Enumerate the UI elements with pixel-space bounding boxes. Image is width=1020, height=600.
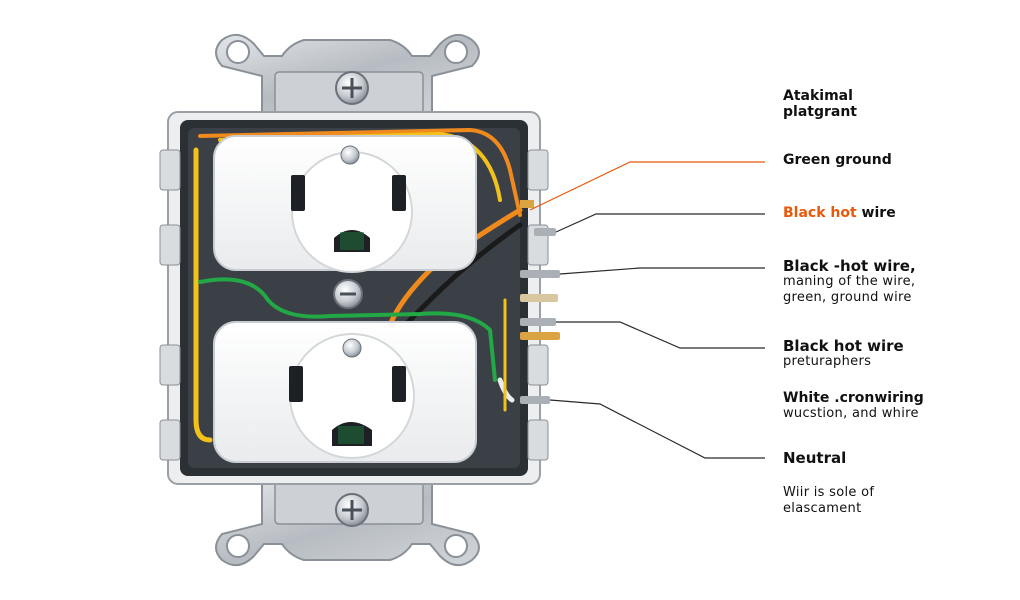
screw-icon	[335, 71, 369, 105]
label-white-line2: wucstion, and whire	[783, 406, 919, 421]
leader-white	[549, 399, 765, 459]
label-white-line1: White .cronwiring	[783, 390, 924, 406]
lower-receptacle	[213, 321, 477, 463]
screw-icon	[335, 493, 369, 527]
label-black-hot-2-line3: green, ground wire	[783, 290, 912, 305]
label-black-hot-wire-1: Black hot wire	[783, 205, 896, 221]
label-note-line2: elascament	[783, 501, 862, 516]
receptacle-screw-top	[340, 145, 360, 165]
label-black-hot-rest: wire	[856, 205, 896, 221]
label-platgrant-line2: platgrant	[783, 104, 857, 120]
terminal-pins	[520, 200, 560, 404]
label-platgrant: Atakimal platgrant	[783, 88, 857, 120]
wires	[193, 128, 523, 443]
yellow-wire-left	[193, 147, 213, 443]
label-black-hot-2-line2: maning of the wire,	[783, 274, 916, 289]
label-black-hot-2-line1: Black -hot wire,	[783, 257, 916, 275]
label-neutral-line1: Neutral	[783, 449, 847, 467]
label-black-hot-wire-2: Black -hot wire, maning of the wire, gre…	[783, 258, 916, 306]
screw-icon	[333, 279, 363, 309]
upper-receptacle	[213, 135, 477, 273]
label-black-hot-3-line1: Black hot wire	[783, 337, 904, 355]
leader-black-hot-2	[559, 267, 765, 275]
leader-green-ground	[529, 161, 765, 211]
ground-wire-green	[198, 277, 497, 382]
leader-lines	[529, 161, 765, 459]
label-green-ground-line1: Green ground	[783, 152, 892, 168]
leader-black-hot-1	[555, 213, 765, 233]
orange-wire-top	[198, 128, 522, 217]
receptacle-screw-bottom	[342, 338, 362, 358]
label-note-line1: Wiir is sole of	[783, 485, 875, 500]
leader-black-hot-3	[556, 321, 765, 349]
label-black-hot-wire-3: Black hot wire preturaphers	[783, 338, 904, 370]
yellow-wire-top	[218, 132, 502, 202]
label-black-hot-3-line2: preturaphers	[783, 354, 872, 369]
label-black-hot-accent: Black hot	[783, 205, 857, 221]
label-platgrant-line1: Atakimal	[783, 88, 853, 104]
label-white-cronwiring: White .cronwiring wucstion, and whire	[783, 390, 924, 422]
label-note: Wiir is sole of elascament	[783, 485, 874, 517]
label-green-ground: Green ground	[783, 152, 892, 168]
label-neutral: Neutral	[783, 450, 846, 466]
